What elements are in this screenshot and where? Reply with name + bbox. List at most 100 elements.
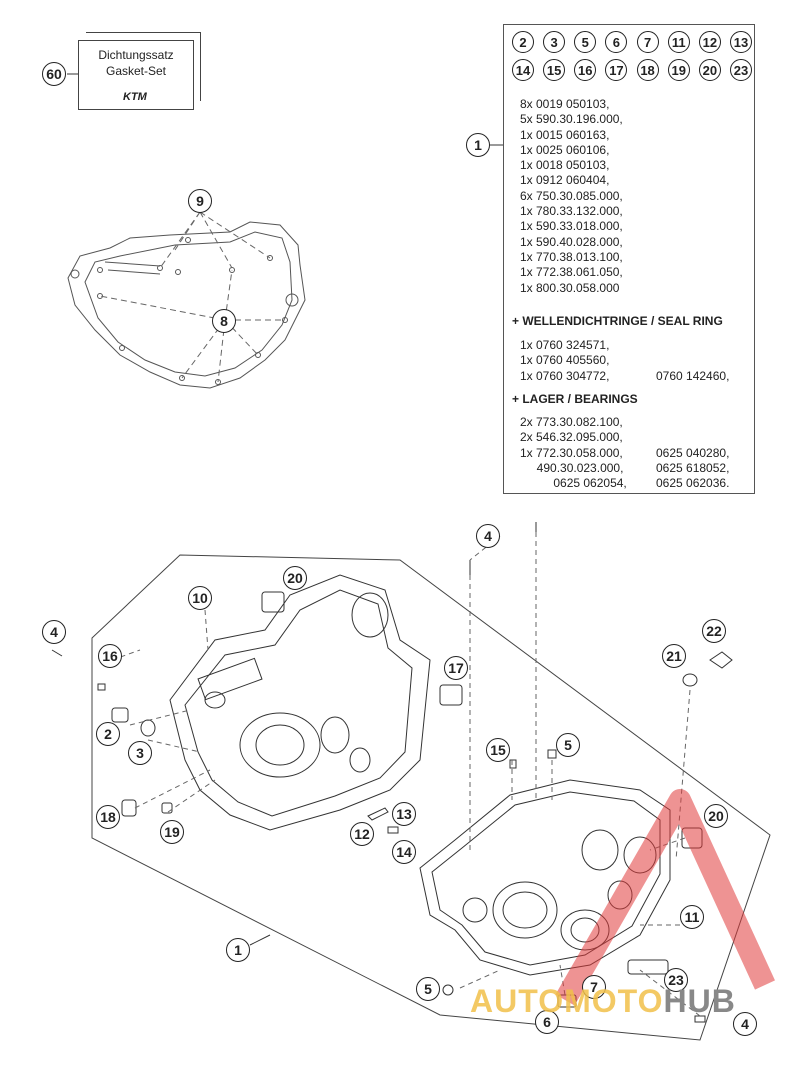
callout-1-kit: 1 — [466, 133, 490, 157]
seal-entry-col-b: 0760 142460, — [656, 368, 730, 383]
kit-part-number-3: 3 — [543, 31, 566, 53]
kit-part-number-15: 15 — [543, 59, 566, 81]
part-entry: 1x 0018 050103, — [520, 158, 610, 173]
watermark: AUTOMOTOHUB — [470, 983, 736, 1020]
gasket-set-label-de: Dichtungssatz — [98, 48, 174, 62]
part-entry: 1x 772.38.061.050, — [520, 265, 623, 280]
part-entry: 1x 780.33.132.000, — [520, 204, 623, 219]
callout-22: 22 — [702, 619, 726, 643]
part-entry: 1x 590.33.018.000, — [520, 219, 623, 234]
kit-part-number-7: 7 — [636, 31, 659, 53]
seal-ring-heading: + WELLENDICHTRINGE / SEAL RING — [512, 314, 723, 328]
callout-21: 21 — [662, 644, 686, 668]
callout-12: 12 — [350, 822, 374, 846]
bearings-heading: + LAGER / BEARINGS — [512, 392, 638, 406]
seal-entry: 1x 0760 405560, — [520, 353, 729, 368]
seal-entry-col-a: 1x 0760 405560, — [520, 353, 610, 368]
bearing-entry-col-a: 0625 062054, — [520, 476, 627, 491]
callout-17: 17 — [444, 656, 468, 680]
kit-number-row-2: 14 15 16 17 18 19 20 23 — [512, 59, 752, 81]
bearing-entry: 2x 546.32.095.000, — [520, 430, 729, 445]
gasket-set-box-edge — [86, 32, 201, 101]
leaders-left — [111, 609, 216, 813]
callout-20-right: 20 — [704, 804, 728, 828]
bearing-entry-col-b: 0625 062036. — [656, 476, 730, 491]
callout-8: 8 — [212, 309, 236, 333]
kit-part-number-11: 11 — [667, 31, 690, 53]
callout-3: 3 — [128, 741, 152, 765]
callout-19: 19 — [160, 820, 184, 844]
bearing-entry: 490.30.023.000, 0625 618052, — [520, 460, 730, 476]
right-crankcase — [419, 779, 671, 976]
kit-part-number-18: 18 — [636, 59, 659, 81]
small-parts-left — [51, 591, 463, 834]
callout-7: 7 — [582, 975, 606, 999]
bearing-entry: 0625 062054, 0625 062036. — [520, 476, 729, 491]
part-entry: 8x 0019 050103, — [520, 97, 610, 111]
callout-5-bottom: 5 — [416, 977, 440, 1001]
gasket-set-box: Dichtungssatz Gasket-Set KTM — [78, 40, 194, 110]
callout-13: 13 — [392, 802, 416, 826]
part-entry: 1x 0015 060163, — [520, 127, 610, 142]
watermark-text-2: HUB — [663, 983, 736, 1019]
bearing-entry-col-b: 0625 618052, — [656, 460, 730, 475]
kit-part-number-2: 2 — [512, 31, 534, 53]
seal-ring-list: 1x 0760 324571,1x 0760 405560,1x 0760 30… — [520, 338, 729, 384]
seal-entry: 1x 0760 304772, 0760 142460, — [520, 369, 729, 384]
parts-list: 8x 0019 050103,5x 590.30.196.000,1x 0015… — [520, 97, 623, 296]
part-entry: 1x 590.40.028.000, — [520, 234, 623, 249]
ktm-logo: KTM — [123, 91, 147, 103]
callout-9: 9 — [188, 189, 212, 213]
part-entry: 1x 800.30.058.000 — [520, 280, 620, 295]
seal-entry-col-a: 1x 0760 324571, — [520, 338, 610, 352]
kit-part-number-12: 12 — [698, 31, 721, 53]
seal-entry: 1x 0760 324571, — [520, 338, 729, 353]
bearing-entry-col-a: 490.30.023.000, — [520, 460, 624, 475]
callout-23: 23 — [664, 968, 688, 992]
callout-15: 15 — [486, 738, 510, 762]
callout-14: 14 — [392, 840, 416, 864]
leaders-right — [459, 532, 701, 1017]
callout-11: 11 — [680, 905, 704, 929]
kit-part-number-16: 16 — [574, 59, 597, 81]
bearing-entry: 1x 772.30.058.000, 0625 040280, — [520, 446, 729, 461]
bearing-entry-col-a: 2x 546.32.095.000, — [520, 430, 623, 445]
callout-20-top: 20 — [283, 566, 307, 590]
callout-18: 18 — [96, 805, 120, 829]
bearings-list: 2x 773.30.082.100,2x 546.32.095.000,1x 7… — [520, 415, 729, 491]
bearing-entry-col-a: 1x 772.30.058.000, — [520, 445, 623, 460]
part-entry: 1x 0912 060404, — [520, 173, 610, 188]
callout-16: 16 — [98, 644, 122, 668]
callout-10: 10 — [188, 586, 212, 610]
callout-1-assembly: 1 — [226, 938, 250, 962]
cover-gasket-outline — [67, 221, 306, 389]
kit-part-number-17: 17 — [605, 59, 628, 81]
part-entry: 1x 0025 060106, — [520, 142, 610, 157]
callout-60: 60 — [42, 62, 66, 86]
callout-4-bottom: 4 — [733, 1012, 757, 1036]
callout-6: 6 — [535, 1010, 559, 1034]
callout-5-top: 5 — [556, 733, 580, 757]
part-entry: 6x 750.30.085.000, — [520, 188, 623, 203]
left-crankcase — [169, 574, 431, 831]
kit-part-number-23: 23 — [729, 59, 752, 81]
kit-part-number-5: 5 — [574, 31, 597, 53]
kit-part-number-19: 19 — [667, 59, 690, 81]
kit-part-number-6: 6 — [605, 31, 628, 53]
kit-part-number-14: 14 — [512, 59, 534, 81]
part-entry: 5x 590.30.196.000, — [520, 112, 623, 127]
leader-1-assembly — [249, 934, 271, 946]
bearing-entry-col-a: 2x 773.30.082.100, — [520, 415, 623, 429]
watermark-text-1: AUTOMOTO — [470, 983, 664, 1019]
part-entry: 1x 770.38.013.100, — [520, 249, 623, 264]
bearing-entry-col-b: 0625 040280, — [656, 445, 730, 460]
bearing-entry: 2x 773.30.082.100, — [520, 415, 729, 430]
seal-entry-col-a: 1x 0760 304772, — [520, 368, 610, 383]
kit-part-number-20: 20 — [698, 59, 721, 81]
watermark-logo-triangle — [555, 789, 775, 1006]
callout-2: 2 — [96, 722, 120, 746]
